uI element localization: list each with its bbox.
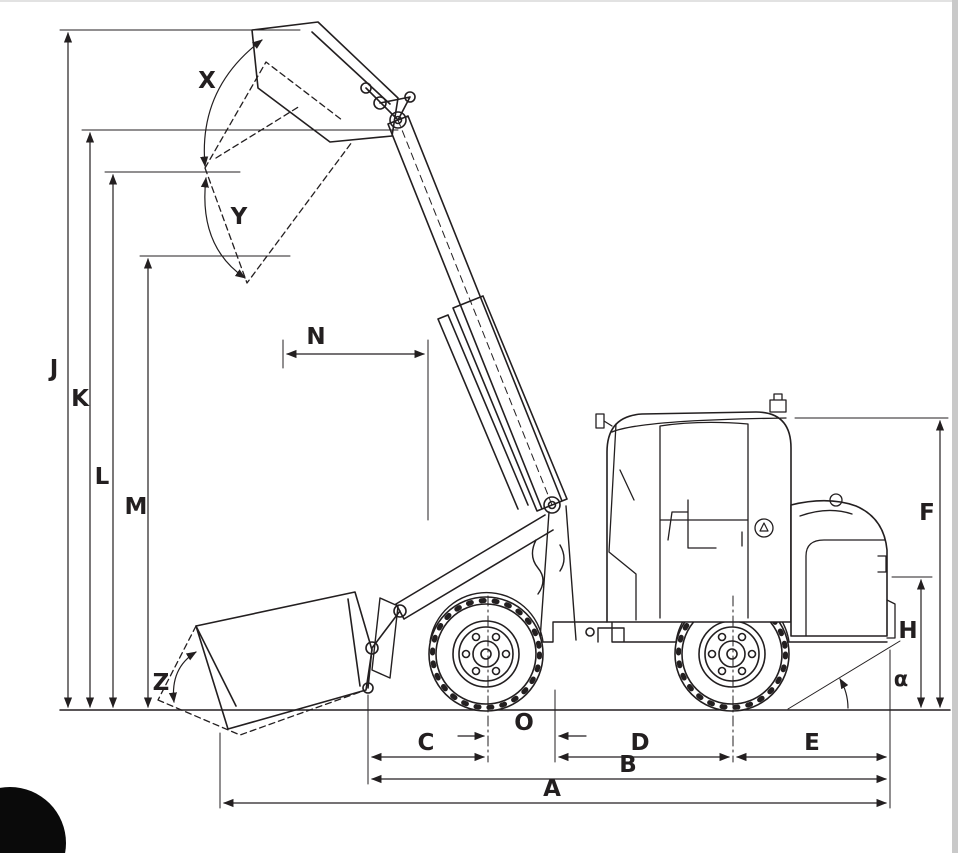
dim-E: E	[736, 730, 887, 762]
angle-arc-z	[168, 651, 197, 703]
dim-label-x: X	[198, 68, 216, 94]
dim-N: N	[286, 324, 425, 359]
arm-front-pivot	[393, 604, 407, 618]
dim-label-o: O	[514, 710, 534, 736]
dim-F: F	[919, 420, 945, 708]
rim-outer	[452, 620, 520, 688]
engine-hood	[790, 493, 896, 639]
cab-logo	[754, 518, 774, 538]
boom-arm	[365, 87, 568, 689]
wheel-bolt	[491, 632, 501, 642]
dim-B: B	[371, 752, 887, 784]
angle-arc-x	[200, 39, 263, 167]
boom-pivot-top	[389, 111, 407, 129]
wheel-bolt	[471, 666, 481, 676]
dim-label-b: B	[619, 752, 637, 778]
wheel-bolt	[747, 649, 757, 659]
boom-pivot-base	[543, 496, 561, 514]
bucket-ground	[195, 591, 373, 730]
loader-machine	[59, 21, 951, 736]
dim-label-j: J	[48, 356, 59, 382]
wheel-bolt	[717, 632, 727, 642]
dim-J: J	[48, 32, 73, 708]
boom-centerline	[397, 119, 553, 506]
boom-pivot-base-pin	[547, 500, 557, 510]
dim-label-a: A	[543, 776, 561, 802]
hub-center	[726, 648, 738, 660]
dim-label-e: E	[804, 730, 820, 756]
dim-label-d: D	[630, 730, 649, 756]
hub-center	[480, 648, 492, 660]
axle-centerlines	[487, 595, 734, 763]
tire-inner	[435, 603, 537, 705]
bucket-link-pivot	[373, 96, 387, 110]
dim-alpha: α	[839, 667, 908, 709]
wheel-bolt	[737, 666, 747, 676]
angle-arc-y	[200, 177, 246, 279]
dim-D: D	[558, 730, 730, 762]
wheel-bolt	[491, 666, 501, 676]
articulation-joint	[585, 627, 595, 637]
dim-L: L	[95, 174, 118, 708]
dim-A: A	[223, 776, 887, 808]
dim-H: H	[898, 579, 926, 708]
dim-label-m: M	[125, 494, 148, 520]
front-wheel	[428, 596, 544, 712]
dim-label-n: N	[306, 324, 325, 350]
dimension-annotations: J K L M N X	[48, 29, 949, 809]
wheel-bolt	[461, 649, 471, 659]
dim-K: K	[71, 132, 95, 708]
hub	[718, 640, 746, 668]
rim-inner	[458, 626, 514, 682]
dim-label-k: K	[71, 386, 90, 412]
dim-label-l: L	[95, 464, 110, 490]
dim-label-alpha: α	[894, 667, 908, 691]
bucket-link-pivot2	[360, 82, 372, 94]
angle-arc-alpha	[839, 678, 849, 709]
dim-Y: Y	[200, 177, 248, 279]
dim-C: C	[371, 730, 485, 762]
dim-label-c: C	[418, 730, 435, 756]
hub	[472, 640, 500, 668]
tire-tread	[430, 598, 542, 710]
page-edge-right	[952, 0, 958, 853]
bucket-link-pivot3	[404, 91, 416, 103]
cab	[595, 393, 792, 623]
bucket-ground-dashed-outline	[157, 625, 361, 736]
dim-O: O	[457, 710, 587, 741]
dim-label-f: F	[919, 500, 935, 526]
dim-label-y: Y	[230, 204, 248, 230]
bucket-raised	[251, 21, 399, 143]
dim-label-z: Z	[153, 670, 170, 696]
dim-label-h: H	[898, 618, 917, 644]
cab-logo-mark	[759, 522, 769, 532]
hood-details	[799, 509, 896, 639]
hood-outline	[790, 499, 888, 637]
wheel-bolt	[501, 649, 511, 659]
dim-X: X	[198, 39, 263, 167]
page-edge-top	[0, 0, 958, 2]
wheel-bolt	[471, 632, 481, 642]
rim-inner	[704, 626, 760, 682]
cab-outline	[606, 411, 792, 623]
cab-details	[595, 393, 787, 621]
fuel-cap	[829, 493, 843, 507]
wheel-bolt	[707, 649, 717, 659]
wheel-bolt	[737, 632, 747, 642]
bucket-lower-pivot2	[362, 682, 374, 694]
dim-M: M	[125, 258, 153, 708]
dim-Z: Z	[153, 651, 197, 703]
wheel-bolt	[717, 666, 727, 676]
